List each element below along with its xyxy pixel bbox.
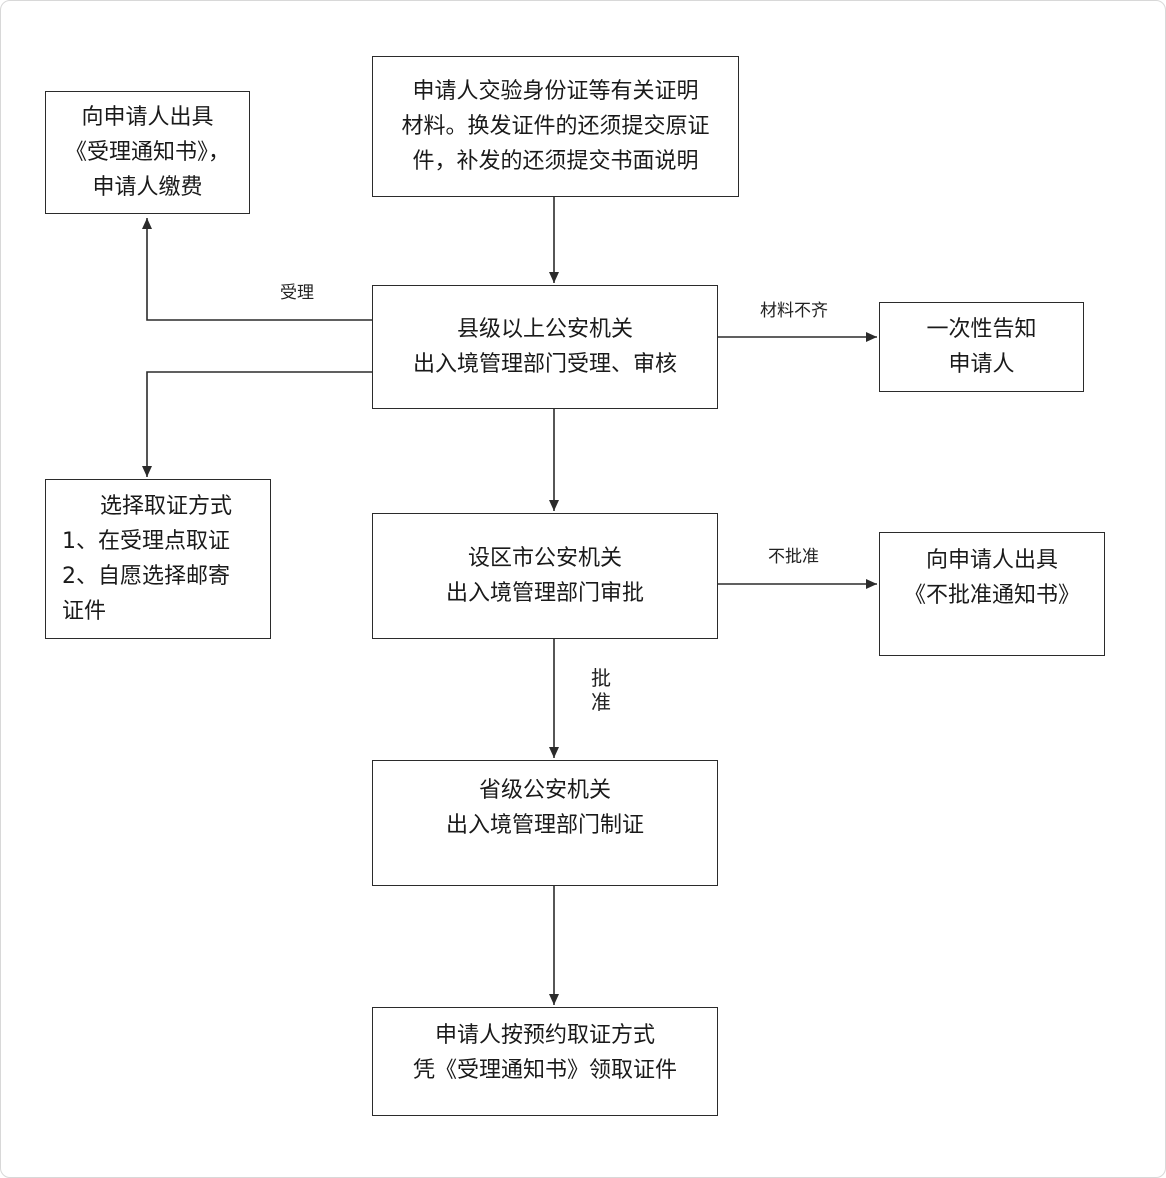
node-text: 申请人缴费 (92, 175, 203, 200)
node-text: 向申请人出具 (925, 548, 1058, 573)
node-text: 2、自愿选择邮寄 (62, 564, 230, 589)
node-text: 凭《受理通知书》领取证件 (412, 1058, 677, 1083)
node-issue-receipt: 向申请人出具 《受理通知书》， 申请人缴费 (45, 91, 250, 214)
node-city-approval: 设区市公安机关 出入境管理部门审批 (372, 513, 718, 639)
node-text: 件，补发的还须提交书面说明 (412, 149, 699, 174)
edge-label-not-approved: 不批准 (768, 547, 819, 567)
arrow-county-to-receipt (142, 218, 372, 321)
node-text: 向申请人出具 (81, 105, 214, 130)
node-collect-cert: 申请人按预约取证方式 凭《受理通知书》领取证件 (372, 1007, 718, 1116)
node-text: 申请人交验身份证等有关证明 (412, 79, 699, 104)
node-notify-once: 一次性告知 申请人 (879, 302, 1084, 392)
node-text: 申请人按预约取证方式 (434, 1023, 655, 1048)
node-text: 县级以上公安机关 (456, 317, 633, 342)
arrow-county-to-pickup (142, 371, 372, 477)
node-submit-materials: 申请人交验身份证等有关证明 材料。换发证件的还须提交原证 件，补发的还须提交书面… (372, 56, 739, 197)
node-text: 《受理通知书》， (64, 140, 230, 165)
node-province-make-cert: 省级公安机关 出入境管理部门制证 (372, 760, 718, 886)
node-text: 1、在受理点取证 (62, 529, 230, 554)
edge-label-accepted: 受理 (280, 283, 314, 303)
node-text: 设区市公安机关 (467, 546, 622, 571)
edge-label-materials-incomplete: 材料不齐 (760, 301, 828, 321)
node-text: 省级公安机关 (478, 778, 611, 803)
node-county-accept-review: 县级以上公安机关 出入境管理部门受理、审核 (372, 285, 718, 409)
node-text: 出入境管理部门审批 (445, 581, 644, 606)
node-choose-pickup: 选择取证方式 1、在受理点取证 2、自愿选择邮寄 证件 (45, 479, 271, 639)
node-text: 材料。换发证件的还须提交原证 (401, 114, 710, 139)
node-text: 选择取证方式 (99, 494, 232, 519)
node-text: 申请人 (948, 352, 1015, 377)
node-text: 出入境管理部门制证 (445, 813, 644, 838)
node-issue-rejection: 向申请人出具 《不批准通知书》 (879, 532, 1105, 656)
node-text: 《不批准通知书》 (903, 583, 1080, 608)
node-text: 证件 (62, 599, 107, 624)
edge-label-approved: 批准 (591, 666, 611, 714)
node-text: 出入境管理部门受理、审核 (412, 352, 677, 377)
node-text: 一次性告知 (926, 317, 1037, 342)
